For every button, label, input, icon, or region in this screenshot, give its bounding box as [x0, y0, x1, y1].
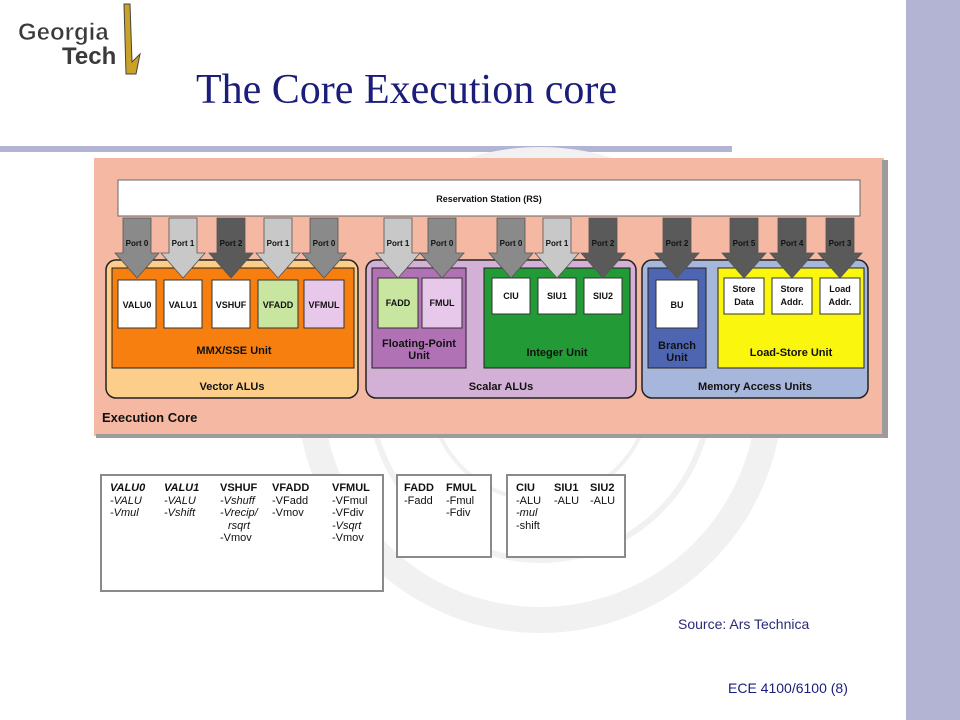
col-siu1: SIU1-ALU — [554, 482, 580, 507]
branch-unit-label-2: Unit — [666, 352, 688, 364]
cell-vfmul — [303, 279, 345, 329]
int-ops-table: CIU-ALU-mul-shift SIU1-ALU SIU2-ALU — [506, 474, 626, 558]
col-ciu: CIU-ALU-mul-shift — [516, 482, 542, 532]
svg-text:VSHUF: VSHUF — [216, 300, 247, 310]
cell-valu1 — [163, 279, 203, 329]
load-store-unit-label: Load-Store Unit — [750, 347, 833, 359]
port-label: Port 4 — [781, 239, 804, 248]
port-label: Port 2 — [220, 239, 243, 248]
port-arrow — [114, 217, 160, 279]
cell-vshuf — [211, 279, 251, 329]
branch-unit-label-1: Branch — [658, 340, 696, 352]
fp-unit-label-1: Floating-Point — [382, 338, 456, 350]
svg-text:CIU: CIU — [503, 291, 519, 301]
port-arrow — [654, 217, 700, 279]
col-vshuf: VSHUF-Vshuff-Vrecip/rsqrt-Vmov — [220, 482, 258, 544]
source-credit: Source: Ars Technica — [678, 616, 810, 632]
fp-ops-table: FADD-Fadd FMUL-Fmul-Fdiv — [396, 474, 492, 558]
svg-text:Store: Store — [732, 284, 755, 294]
svg-text:Addr.: Addr. — [780, 297, 803, 307]
col-vfadd: VFADD-VFadd-Vmov — [272, 482, 310, 519]
vector-alus-label: Vector ALUs — [199, 381, 264, 393]
svg-text:Addr.: Addr. — [828, 297, 851, 307]
port-arrow — [208, 217, 254, 279]
port-label: Port 0 — [431, 239, 454, 248]
col-valu1: VALU1-VALU-Vshift — [164, 482, 200, 519]
svg-text:VFMUL: VFMUL — [309, 300, 340, 310]
svg-text:VFADD: VFADD — [263, 300, 294, 310]
port-arrow — [488, 217, 534, 279]
cell-bu — [655, 279, 699, 329]
port-arrow — [255, 217, 301, 279]
svg-text:FMUL: FMUL — [430, 298, 455, 308]
mmx-unit-label: MMX/SSE Unit — [196, 345, 272, 357]
svg-text:SIU1: SIU1 — [547, 291, 567, 301]
col-valu0: VALU0-VALU-Vmul — [110, 482, 146, 519]
port-arrow — [419, 217, 465, 279]
title-rule — [0, 146, 732, 152]
port-label: Port 0 — [500, 239, 523, 248]
cell-fmul — [421, 277, 463, 329]
cell-siu1 — [537, 277, 577, 315]
port-label: Port 2 — [666, 239, 689, 248]
reservation-station — [117, 179, 861, 217]
svg-text:VALU0: VALU0 — [123, 300, 152, 310]
right-sidebar-bar — [906, 0, 960, 720]
georgia-tech-logo: Georgia Tech — [18, 3, 141, 75]
port-label: Port 1 — [387, 239, 410, 248]
col-fmul: FMUL-Fmul-Fdiv — [446, 482, 477, 519]
cell-ciu — [491, 277, 531, 315]
cell-siu2 — [583, 277, 623, 315]
yellow-jacket-icon — [123, 3, 141, 75]
svg-text:SIU2: SIU2 — [593, 291, 613, 301]
vector-ops-table: VALU0-VALU-Vmul VALU1-VALU-Vshift VSHUF-… — [100, 474, 384, 592]
col-siu2: SIU2-ALU — [590, 482, 616, 507]
svg-text:Store: Store — [780, 284, 803, 294]
execution-core-label: Execution Core — [102, 410, 197, 425]
port-arrow — [375, 217, 421, 279]
execution-core-diagram: Reservation Station (RS) VALU0 VALU1 VSH… — [94, 158, 888, 438]
port-label: Port 0 — [126, 239, 149, 248]
scalar-alus-label: Scalar ALUs — [469, 381, 533, 393]
rs-label: Reservation Station (RS) — [436, 194, 542, 204]
col-vfmul: VFMUL-VFmul-VFdiv-Vsqrt-Vmov — [332, 482, 370, 544]
svg-text:Load: Load — [829, 284, 851, 294]
port-arrow — [534, 217, 580, 279]
cell-vfadd — [257, 279, 299, 329]
svg-text:Data: Data — [734, 297, 755, 307]
port-label: Port 2 — [592, 239, 615, 248]
fp-unit-label-2: Unit — [408, 350, 430, 362]
port-arrow — [580, 217, 626, 279]
port-label: Port 0 — [313, 239, 336, 248]
port-arrow — [160, 217, 206, 279]
port-label: Port 3 — [829, 239, 852, 248]
svg-text:BU: BU — [671, 300, 684, 310]
port-label: Port 1 — [267, 239, 290, 248]
cell-valu0 — [117, 279, 157, 329]
port-arrow — [721, 217, 767, 279]
col-fadd: FADD-Fadd — [404, 482, 434, 507]
port-arrow — [301, 217, 347, 279]
cell-fadd — [377, 277, 419, 329]
port-label: Port 1 — [172, 239, 195, 248]
port-arrow — [769, 217, 815, 279]
port-arrow — [817, 217, 863, 279]
port-label: Port 1 — [546, 239, 569, 248]
port-arrows: Port 0 Port 1 Port 2 Port 1 Port 0 Port 1 Port… — [114, 217, 863, 279]
svg-text:VALU1: VALU1 — [169, 300, 198, 310]
svg-text:FADD: FADD — [386, 298, 411, 308]
logo-line1: Georgia — [18, 19, 109, 46]
port-label: Port 5 — [733, 239, 756, 248]
page-title: The Core Execution core — [196, 67, 617, 113]
memory-access-label: Memory Access Units — [698, 381, 812, 393]
logo-line2: Tech — [62, 43, 116, 70]
integer-unit-label: Integer Unit — [526, 347, 587, 359]
cell-load-addr — [819, 277, 861, 315]
cell-store-data — [723, 277, 765, 315]
footer-course-page: ECE 4100/6100 (8) — [728, 680, 848, 696]
